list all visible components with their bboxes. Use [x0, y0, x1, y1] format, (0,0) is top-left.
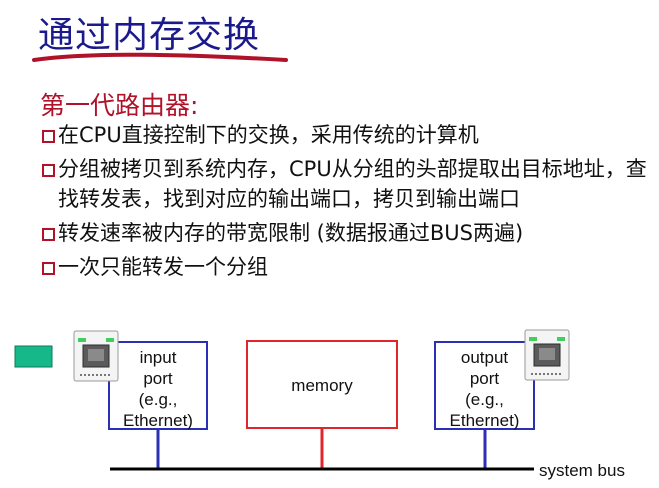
- bullet-square-icon: [42, 164, 55, 177]
- subtitle: 第一代路由器:: [40, 91, 199, 120]
- bullet-square-icon: [42, 228, 55, 241]
- system-bus-label: system bus: [539, 461, 625, 480]
- input-port-label-line: port: [143, 369, 173, 388]
- bullet-item: 一次只能转发一个分组: [40, 252, 652, 282]
- bullet-text: 分组被拷贝到系统内存，CPU从分组的头部提取出目标地址，查找转发表，找到对应的输…: [58, 157, 647, 211]
- bullet-text: 在CPU直接控制下的交换，采用传统的计算机: [58, 123, 479, 147]
- output-port-label-line: port: [469, 369, 500, 388]
- teal-marker: [14, 345, 53, 368]
- title-underline: [32, 52, 288, 62]
- memory-label: memory: [291, 376, 353, 395]
- bullet-square-icon: [42, 130, 55, 143]
- output-port-label-line: output: [460, 348, 509, 367]
- input-port-label-line: input: [139, 348, 177, 367]
- input-port-box: [108, 341, 208, 430]
- bullet-text: 一次只能转发一个分组: [58, 255, 268, 279]
- bullet-item: 转发速率被内存的带宽限制 (数据报通过BUS两遍): [40, 218, 652, 248]
- ethernet-jack-icon: [73, 330, 119, 382]
- bullet-list: 在CPU直接控制下的交换，采用传统的计算机 分组被拷贝到系统内存，CPU从分组的…: [40, 120, 652, 286]
- memory-box: [246, 340, 398, 429]
- bullet-item: 在CPU直接控制下的交换，采用传统的计算机: [40, 120, 652, 150]
- page-title: 通过内存交换: [38, 15, 261, 56]
- input-port-label-line: (e.g.,: [138, 390, 178, 409]
- bullet-square-icon: [42, 262, 55, 275]
- bullet-item: 分组被拷贝到系统内存，CPU从分组的头部提取出目标地址，查找转发表，找到对应的输…: [40, 154, 652, 214]
- input-port-label: input port (e.g., Ethernet): [110, 347, 206, 431]
- bullet-text: 转发速率被内存的带宽限制 (数据报通过BUS两遍): [58, 221, 524, 245]
- input-port-label-line: Ethernet): [123, 411, 193, 430]
- output-port-label-line: Ethernet): [449, 411, 520, 430]
- ethernet-jack-icon: [524, 329, 570, 381]
- output-port-label: output port (e.g., Ethernet): [436, 347, 533, 431]
- output-port-label-line: (e.g.,: [465, 390, 504, 409]
